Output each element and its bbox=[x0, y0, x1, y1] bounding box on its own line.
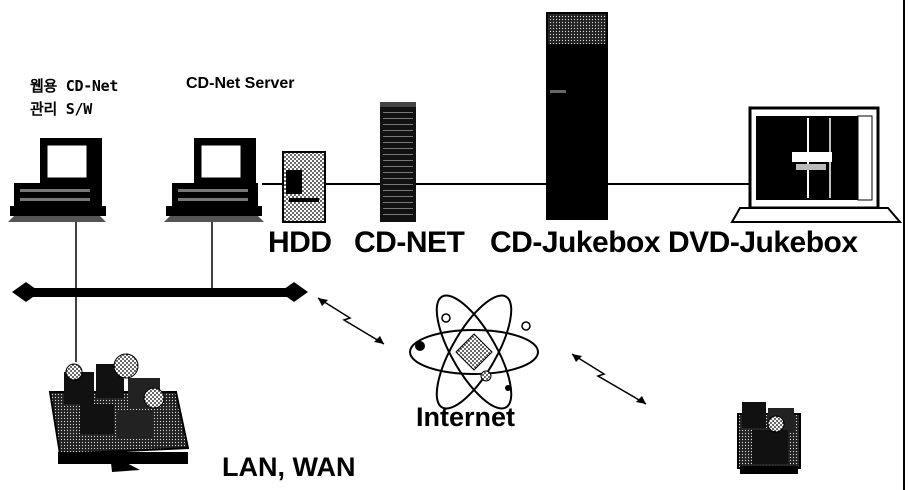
cd-net-label: CD-NET bbox=[354, 226, 465, 259]
cd-net-tower-icon bbox=[380, 102, 416, 222]
dvd-jukebox-icon bbox=[730, 106, 903, 223]
lightning-link-icon bbox=[571, 353, 647, 405]
network-bus-icon bbox=[12, 282, 308, 302]
cd-jukebox-tower-icon bbox=[546, 12, 608, 220]
cd-jukebox-label: CD-Jukebox bbox=[490, 226, 661, 259]
internet-label: Internet bbox=[416, 402, 516, 432]
dvd-jukebox-label: DVD-Jukebox bbox=[668, 226, 858, 259]
admin-workstation-icon bbox=[8, 138, 106, 222]
remote-user-cluster-icon bbox=[737, 402, 801, 474]
lan-wan-label: LAN, WAN bbox=[222, 452, 356, 482]
lightning-link-icon bbox=[317, 297, 385, 345]
lan-wan-cluster-icon bbox=[48, 353, 190, 472]
hdd-unit-icon bbox=[282, 151, 326, 223]
admin-sw-label-line2: 관리 S/W bbox=[30, 100, 92, 118]
admin-sw-label-line1: 웹용 CD-Net bbox=[30, 77, 119, 95]
hdd-label: HDD bbox=[268, 226, 332, 259]
internet-atom-icon bbox=[409, 294, 539, 410]
cd-net-server-label: CD-Net Server bbox=[186, 75, 295, 92]
server-workstation-icon bbox=[164, 138, 264, 222]
